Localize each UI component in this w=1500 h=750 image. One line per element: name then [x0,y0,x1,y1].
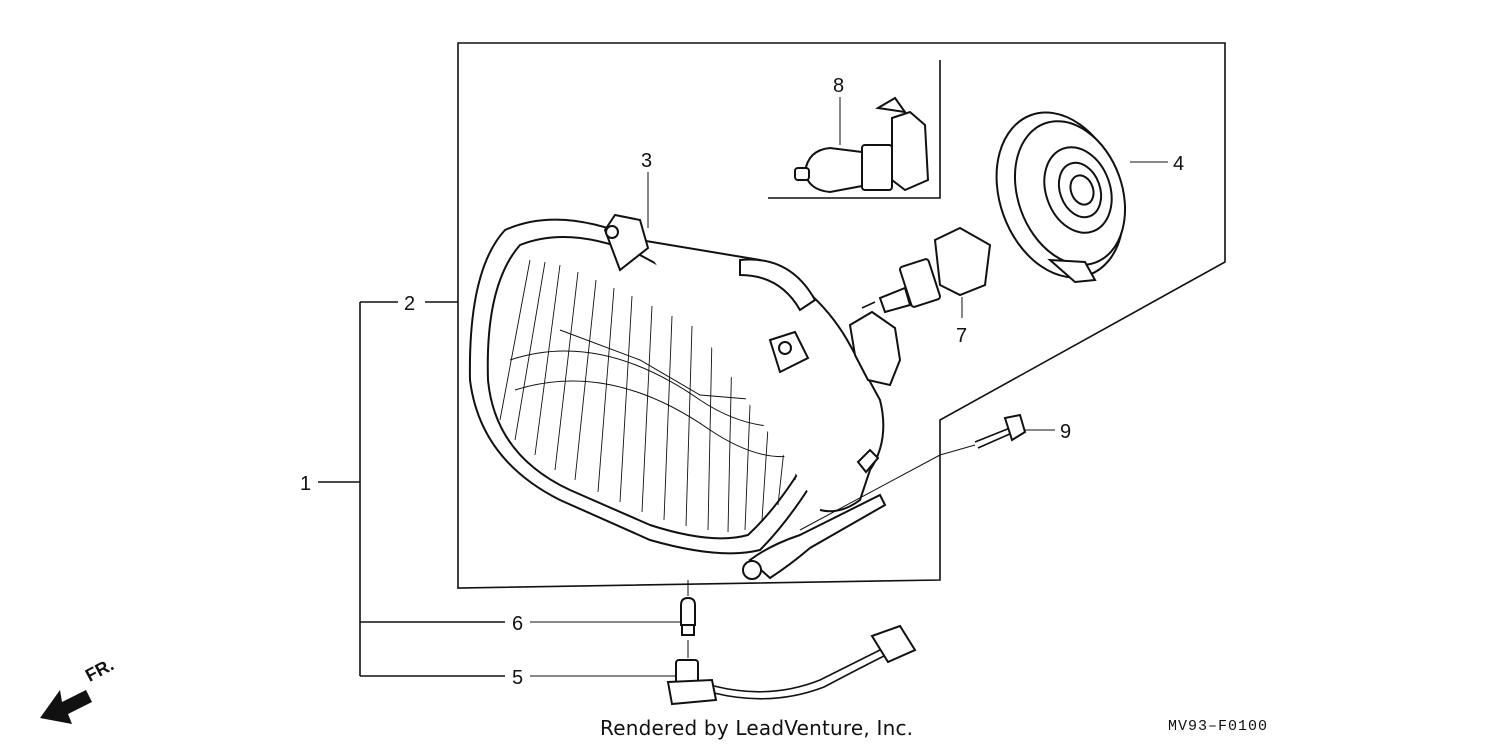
callout-9: 9 [1060,421,1071,443]
headlight-unit[interactable] [468,213,902,580]
assembly-bracket-lines [318,42,1226,677]
callout-2: 2 [404,293,415,315]
footer-credit: Rendered by LeadVenture, Inc. [600,716,914,740]
headlight-bulb-7[interactable] [861,226,992,314]
lens-hatching [499,259,821,533]
callout-7: 7 [956,325,967,347]
callout-5: 5 [512,667,523,689]
position-bulb[interactable] [680,580,696,636]
headlight-bulb-8[interactable] [794,96,930,194]
callout-3: 3 [641,150,652,172]
drawing-code: MV93–F0100 [1168,718,1269,735]
callout-4: 4 [1173,153,1184,175]
dust-cover[interactable] [975,95,1146,296]
socket-wire[interactable] [666,624,917,706]
mounting-bolt[interactable] [799,413,1027,531]
leader-lines [530,97,1168,677]
callout-8: 8 [833,75,844,97]
callout-6: 6 [512,613,523,635]
front-direction-arrow-icon [40,690,92,724]
callout-1: 1 [300,473,311,495]
